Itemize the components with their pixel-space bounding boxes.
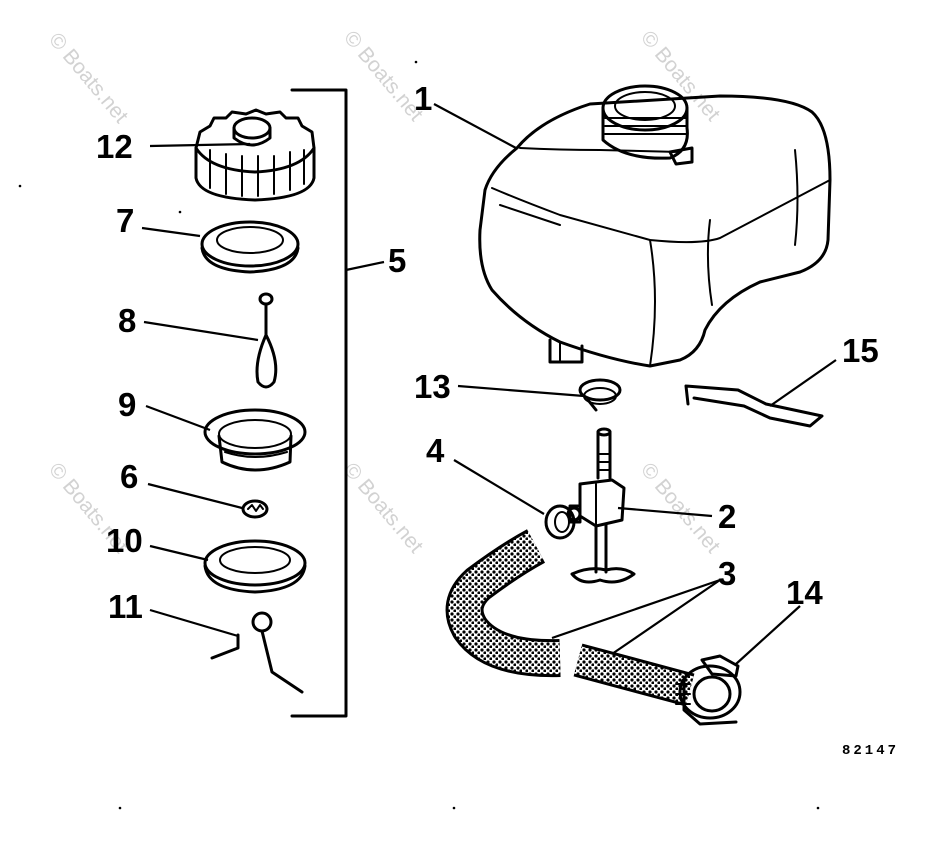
watermarks: © Boats.net © Boats.net © Boats.net © Bo… [44, 26, 724, 557]
callout-13: 13 [414, 368, 451, 405]
wire-spring [210, 611, 304, 694]
callout-labels: 1 2 3 4 5 6 7 8 9 10 11 12 13 14 15 [96, 80, 879, 625]
vent-ring [203, 408, 307, 472]
callout-15: 15 [842, 332, 879, 369]
diagram-code: 82147 [842, 743, 899, 759]
watermark-1: © Boats.net [44, 28, 132, 127]
clip-part [241, 499, 269, 519]
leader-lines [141, 103, 837, 665]
callout-14: 14 [786, 574, 823, 611]
callout-2: 2 [718, 498, 736, 535]
callout-7: 7 [116, 202, 134, 239]
gasket-top [200, 220, 300, 274]
retainer-pin [255, 292, 278, 389]
cap-assembly-bracket [290, 88, 348, 718]
callout-10: 10 [106, 522, 143, 559]
hose-nut [544, 504, 576, 540]
hose-clamp [675, 654, 742, 726]
callout-1: 1 [414, 80, 432, 117]
watermark-3: © Boats.net [636, 26, 724, 125]
watermark-6: © Boats.net [636, 458, 724, 557]
shutoff-valve [566, 427, 636, 584]
callout-4: 4 [426, 432, 445, 469]
callout-3: 3 [718, 555, 736, 592]
spring-clip [578, 378, 622, 412]
fill-cap [194, 108, 316, 202]
callout-11: 11 [108, 588, 143, 625]
gasket-lower [203, 539, 307, 594]
callout-8: 8 [118, 302, 136, 339]
callout-6: 6 [120, 458, 138, 495]
callout-12: 12 [96, 128, 133, 165]
callout-9: 9 [118, 386, 136, 423]
mounting-bracket [684, 384, 824, 428]
specks [18, 60, 820, 810]
fuel-hose [445, 529, 695, 707]
callout-5: 5 [388, 242, 406, 279]
watermark-5: © Boats.net [339, 458, 427, 557]
fuel-tank [478, 84, 832, 368]
